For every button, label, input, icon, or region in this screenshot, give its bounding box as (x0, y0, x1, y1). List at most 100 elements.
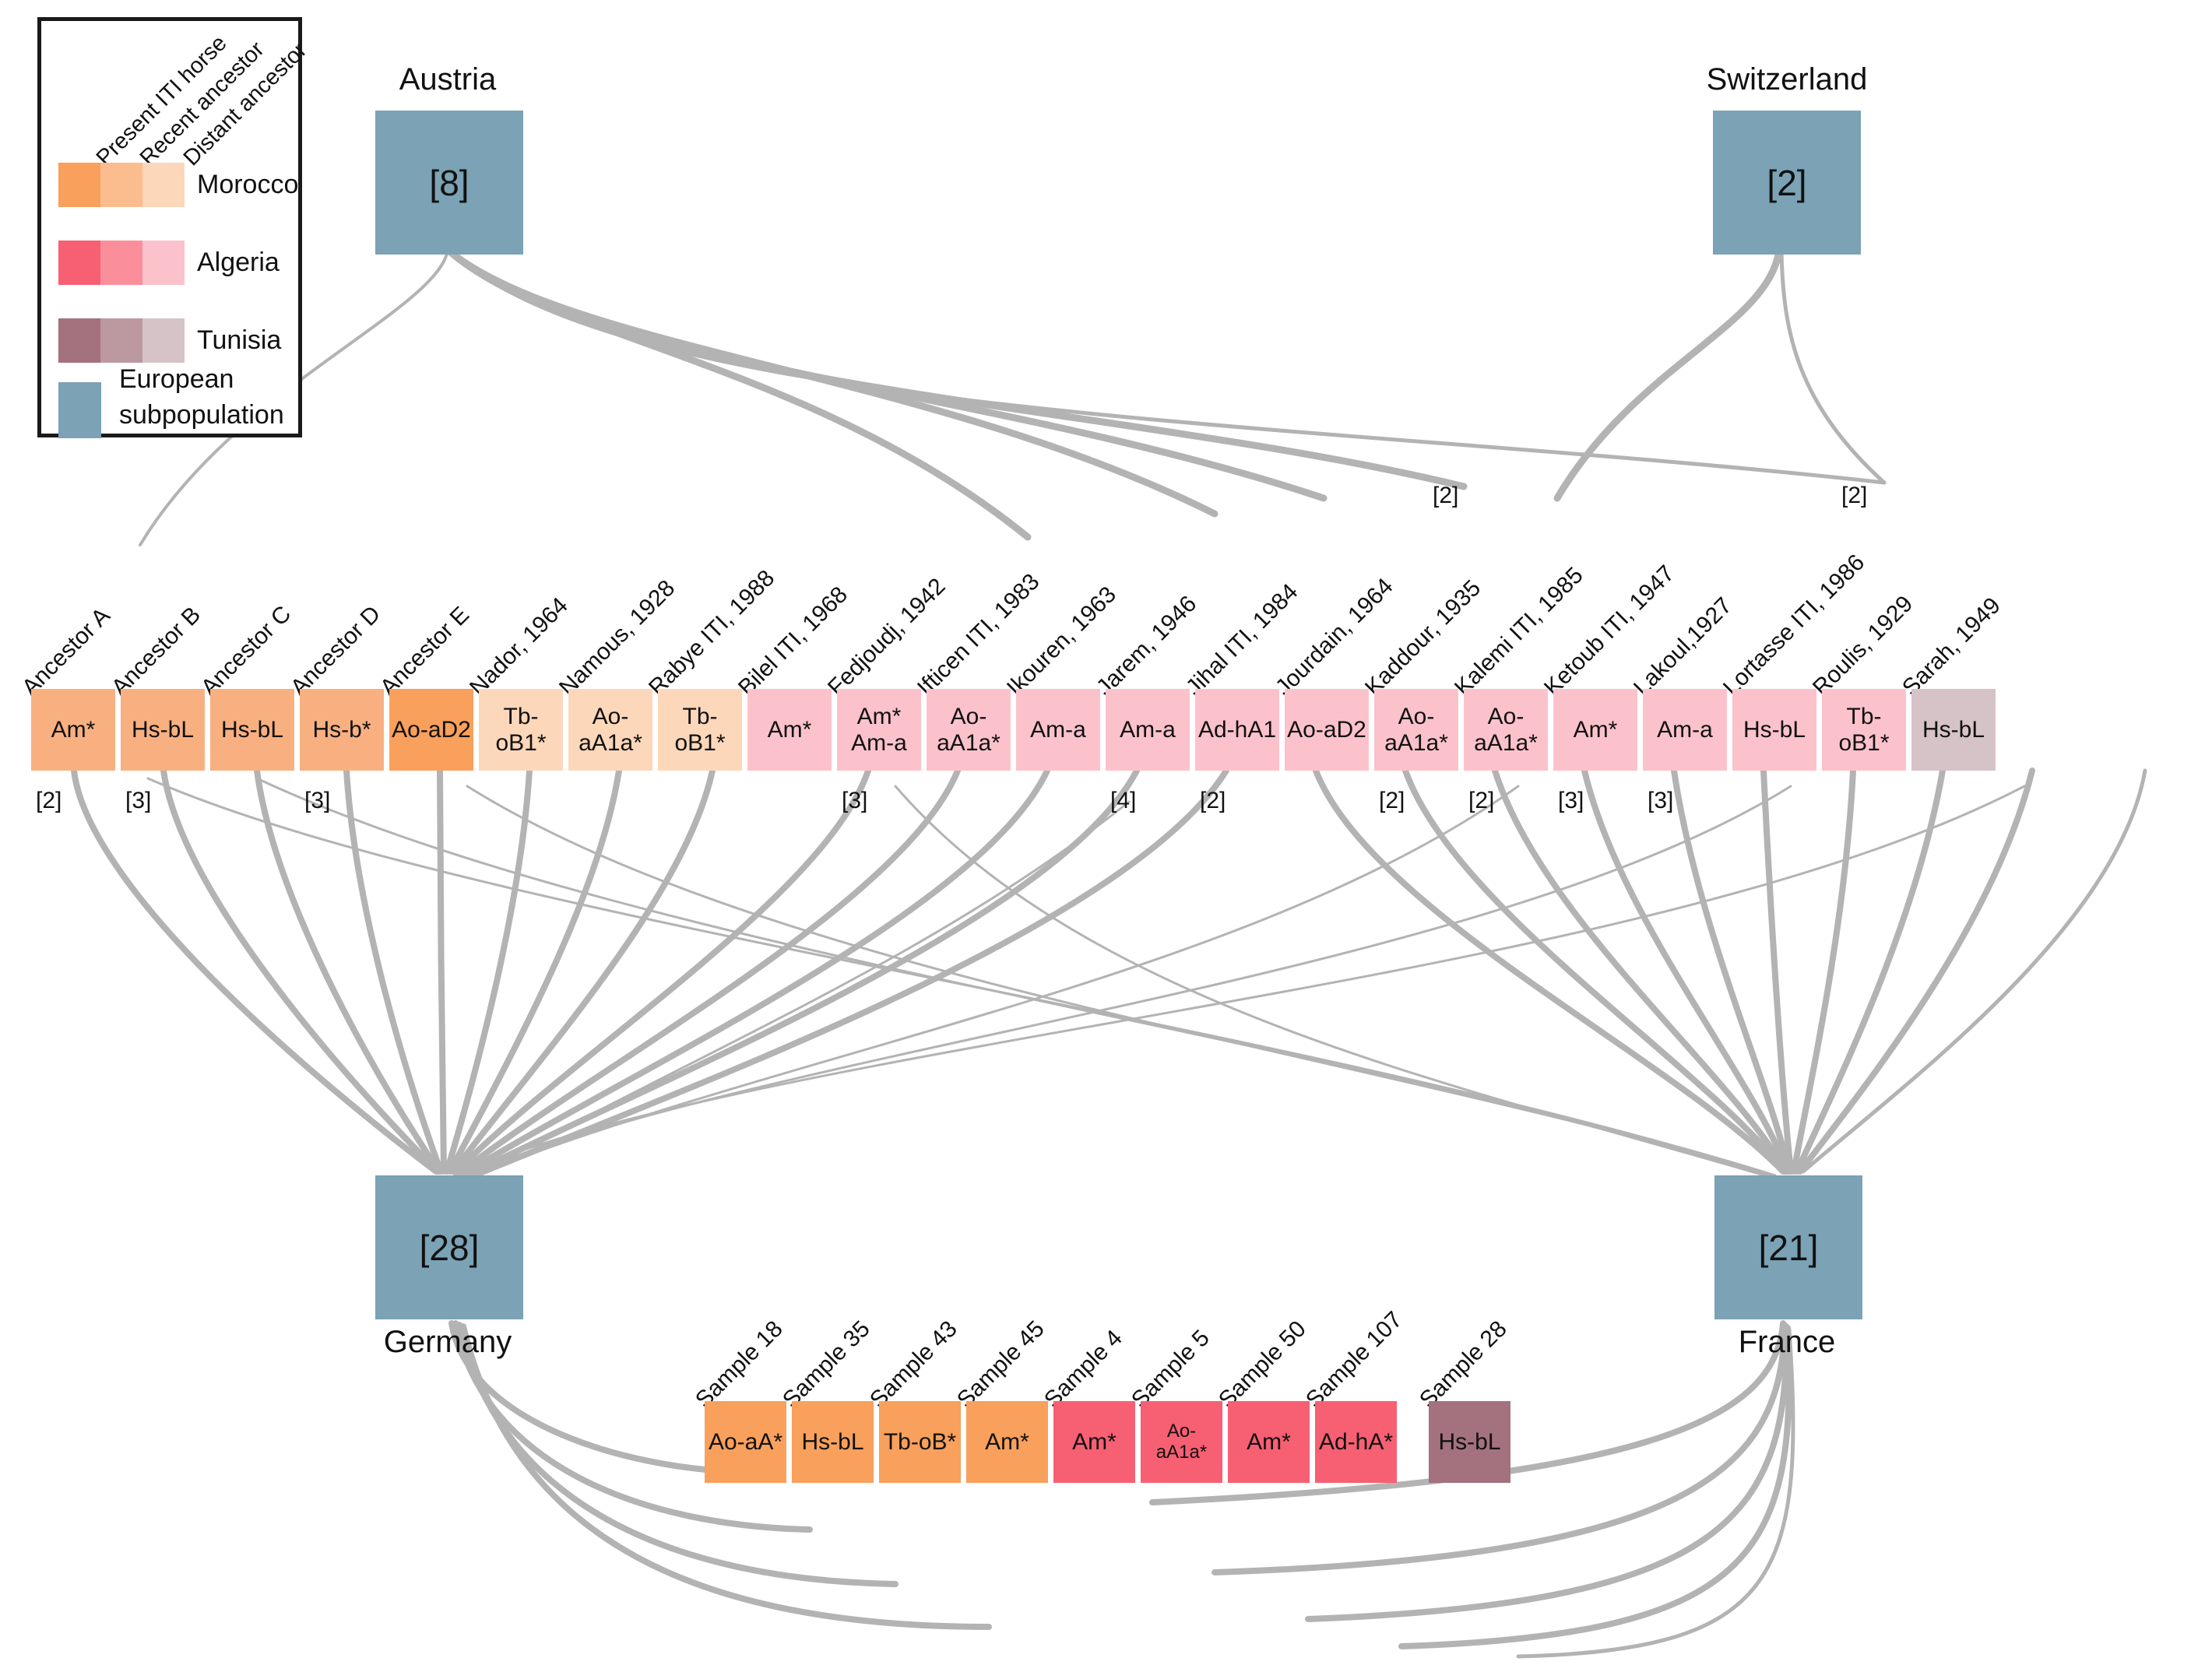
haplotype-cell-17[interactable]: Am* (1553, 689, 1637, 771)
cell-count-1: [3] (125, 788, 152, 813)
upper-count-0: [2] (1433, 483, 1459, 508)
haplotype-cell-13[interactable]: Ad-hA1 (1195, 689, 1279, 771)
country-count-germany-box: [28] (375, 1175, 523, 1319)
legend-swatches-tunisia (58, 318, 185, 363)
haplotype-text: Am-a (851, 729, 907, 756)
country-count-austria-box: [8] (375, 111, 523, 255)
haplotype-text: Ao-aA* (708, 1428, 783, 1455)
haplotype-cell-11[interactable]: Am-a (1016, 689, 1100, 771)
haplotype-text: Am* (767, 716, 812, 743)
haplotype-cell-16[interactable]: Ao-aA1a* (1464, 689, 1548, 771)
cell-count-17: [3] (1558, 788, 1584, 813)
haplotype-cell-10[interactable]: Ao-aA1a* (927, 689, 1011, 771)
haplotype-cell-5[interactable]: Tb-oB1* (479, 689, 563, 771)
legend-swatch-morocco-present (58, 163, 100, 207)
sample-cell-7[interactable]: Ad-hA* (1315, 1401, 1397, 1483)
haplotype-cell-4[interactable]: Ao-aD2 (389, 689, 473, 771)
haplotype-cell-1[interactable]: Hs-bL (121, 689, 205, 771)
haplotype-text: Hs-bL (131, 716, 195, 743)
country-count-germany: [28] (419, 1227, 480, 1268)
country-node-switzerland[interactable]: Switzerland [2] (1697, 62, 1876, 257)
haplotype-cell-8[interactable]: Am* (747, 689, 832, 771)
haplotype-text: Am* (1573, 716, 1618, 743)
sample-cell-5[interactable]: Ao-aA1a* (1141, 1401, 1222, 1483)
haplotype-text: Hs-bL (801, 1428, 864, 1455)
haplotype-cell-19[interactable]: Hs-bL (1732, 689, 1816, 771)
country-node-germany[interactable]: [28] Germany (366, 1175, 529, 1370)
sample-label-7: Sample 107 (1300, 1306, 1408, 1414)
sample-cell-4[interactable]: Am* (1053, 1401, 1135, 1483)
country-label-switzerland: Switzerland (1706, 62, 1868, 97)
legend-swatch-european (58, 382, 101, 438)
sample-cell-0[interactable]: Ao-aA* (705, 1401, 786, 1483)
country-count-switzerland-box: [2] (1713, 111, 1861, 255)
haplotype-text: Am* (1072, 1428, 1117, 1455)
sample-cell-1[interactable]: Hs-bL (792, 1401, 874, 1483)
haplotype-cell-3[interactable]: Hs-b* (300, 689, 384, 771)
haplotype-text: Ad-hA* (1318, 1428, 1394, 1455)
haplotype-cell-0[interactable]: Am* (31, 689, 115, 771)
haplotype-cell-21[interactable]: Hs-bL (1911, 689, 1996, 771)
country-count-france: [21] (1758, 1227, 1819, 1268)
sample-label-0: Sample 18 (690, 1315, 788, 1414)
country-count-austria: [8] (429, 162, 469, 203)
haplotype-cell-2[interactable]: Hs-bL (210, 689, 294, 771)
sample-cell-2[interactable]: Tb-oB* (879, 1401, 961, 1483)
haplotype-cell-6[interactable]: Ao-aA1a* (568, 689, 652, 771)
haplotype-text: Am* (51, 716, 96, 743)
column-label-0: Ancestor A (16, 602, 115, 701)
legend-swatch-tunisia-present (58, 318, 100, 363)
haplotype-text: Ad-hA1 (1197, 716, 1277, 743)
cell-count-12: [4] (1110, 788, 1137, 813)
legend-label-algeria: Algeria (197, 248, 280, 277)
haplotype-text: Ao-aA1a* (937, 703, 1000, 756)
legend-label-morocco: Morocco (197, 170, 299, 199)
legend-swatch-algeria-present (58, 241, 100, 285)
haplotype-cell-7[interactable]: Tb-oB1* (658, 689, 742, 771)
country-node-france[interactable]: [21] France (1705, 1175, 1869, 1370)
haplotype-text: Hs-bL (220, 716, 284, 743)
haplotype-cell-20[interactable]: Tb-oB1* (1822, 689, 1906, 771)
legend-swatch-algeria-recent (100, 241, 142, 285)
cell-count-13: [2] (1200, 788, 1226, 813)
haplotype-cell-14[interactable]: Ao-aD2 (1285, 689, 1369, 771)
legend-swatches-morocco (58, 163, 185, 207)
haplotype-text: Tb-oB1* (1838, 703, 1890, 756)
haplotype-cell-15[interactable]: Ao-aA1a* (1374, 689, 1458, 771)
haplotype-text: Am* (985, 1428, 1029, 1455)
legend-swatch-morocco-recent (100, 163, 142, 207)
haplotype-text: Hs-b* (312, 716, 371, 743)
sample-label-8: Sample 28 (1414, 1315, 1512, 1414)
haplotype-text: Am* (856, 703, 902, 729)
country-label-germany: Germany (383, 1325, 512, 1359)
cell-count-18: [3] (1648, 788, 1674, 813)
legend-swatches-algeria (58, 241, 185, 285)
sample-label-5: Sample 5 (1126, 1325, 1215, 1414)
haplotype-cell-18[interactable]: Am-a (1643, 689, 1727, 771)
haplotype-cell-12[interactable]: Am-a (1106, 689, 1190, 771)
country-count-france-box: [21] (1714, 1175, 1862, 1319)
column-label-3: Ancestor D (285, 601, 386, 701)
sample-cell-3[interactable]: Am* (966, 1401, 1048, 1483)
country-count-switzerland: [2] (1767, 162, 1807, 203)
sample-cell-8[interactable]: Hs-bL (1429, 1401, 1510, 1483)
country-label-france: France (1738, 1325, 1836, 1359)
haplotype-text: Am-a (1030, 716, 1086, 743)
haplotype-text: Ao-aD2 (1287, 716, 1366, 743)
haplotype-text: Ao-aA1a* (578, 703, 642, 756)
haplotype-text: Ao-aD2 (392, 716, 471, 743)
country-label-austria: Austria (399, 62, 497, 97)
legend-label-european-line2: subpopulation (119, 400, 284, 430)
sample-cell-6[interactable]: Am* (1228, 1401, 1310, 1483)
cell-count-3: [3] (304, 788, 331, 813)
legend-label-european-line1: European (119, 364, 234, 394)
haplotype-text: Am-a (1657, 716, 1713, 743)
haplotype-text: Tb-oB1* (674, 703, 726, 756)
haplotype-cell-9[interactable]: Am*Am-a (837, 689, 921, 771)
haplotype-text: Ao-aA1a* (1155, 1420, 1208, 1463)
country-node-austria[interactable]: Austria [8] (366, 62, 529, 257)
legend-swatch-algeria-distant (142, 241, 185, 285)
cell-count-15: [2] (1379, 788, 1405, 813)
haplotype-text: Hs-bL (1743, 716, 1806, 743)
haplotype-text: Hs-bL (1922, 716, 1985, 743)
